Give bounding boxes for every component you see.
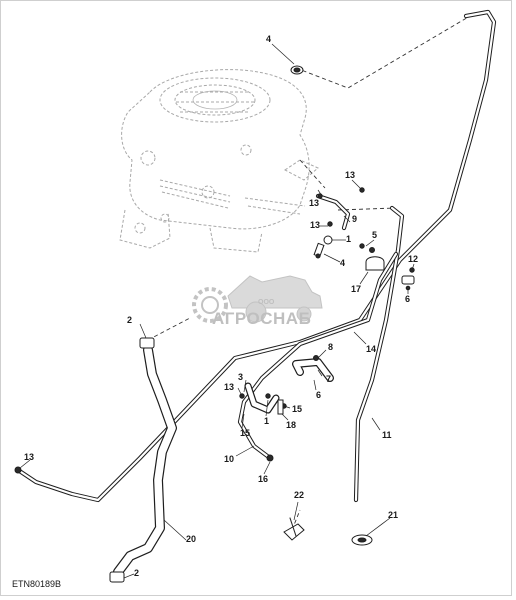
reference-code: ETN80189B xyxy=(12,579,61,589)
callout-label: 22 xyxy=(294,490,304,500)
callout-label: 4 xyxy=(340,258,345,268)
fuel-tube-11 xyxy=(353,205,405,503)
callout-labels: 4 13 13 9 13 1 5 4 12 17 6 2 14 8 3 7 13… xyxy=(24,34,418,578)
callout-label: 2 xyxy=(134,568,139,578)
watermark-brand: АГРОСНАБ xyxy=(212,309,311,328)
washer-4 xyxy=(290,65,304,75)
callout-label: 8 xyxy=(328,342,333,352)
callout-label: 18 xyxy=(286,420,296,430)
callout-label: 5 xyxy=(372,230,377,240)
clamp-12 xyxy=(401,267,415,291)
fuel-tube-14 xyxy=(237,251,399,461)
callout-label: 17 xyxy=(351,284,361,294)
callout-label: 20 xyxy=(186,534,196,544)
callout-label: 12 xyxy=(408,254,418,264)
leader-lines xyxy=(19,43,415,579)
callout-label: 2 xyxy=(127,315,132,325)
callout-label: 6 xyxy=(405,294,410,304)
fuel-tube-upper xyxy=(15,9,497,503)
callout-label: 13 xyxy=(24,452,34,462)
callout-label: 1 xyxy=(346,234,351,244)
hose-20 xyxy=(109,337,177,583)
cap-21 xyxy=(351,534,373,546)
callout-label: 3 xyxy=(238,372,243,382)
elbow-7 xyxy=(292,355,334,382)
fitting-left-end xyxy=(14,466,22,474)
callout-label: 13 xyxy=(309,198,319,208)
callout-label: 1 xyxy=(264,416,269,426)
filter-cluster xyxy=(239,382,287,462)
callout-label: 7 xyxy=(326,374,331,384)
callout-label: 13 xyxy=(310,220,320,230)
callout-label: 21 xyxy=(388,510,398,520)
watermark-company-form: ООО xyxy=(258,299,275,306)
callout-label: 6 xyxy=(316,390,321,400)
callout-label: 11 xyxy=(382,430,392,440)
callout-label: 16 xyxy=(258,474,268,484)
watermark-logo: ООО АГРОСНАБ xyxy=(192,275,323,328)
callout-label: 14 xyxy=(366,344,376,354)
clip-17 xyxy=(365,247,385,271)
callout-label: 13 xyxy=(224,382,234,392)
fitting-9 xyxy=(313,193,351,258)
callout-label: 9 xyxy=(352,214,357,224)
callout-label: 15 xyxy=(240,428,250,438)
callout-label: 10 xyxy=(224,454,234,464)
callout-label: 4 xyxy=(266,34,271,44)
center-lines xyxy=(147,15,471,531)
callout-label: 15 xyxy=(292,404,302,414)
engine-phantom-outline xyxy=(119,69,319,253)
clamp-22 xyxy=(283,517,305,541)
callout-label: 13 xyxy=(345,170,355,180)
